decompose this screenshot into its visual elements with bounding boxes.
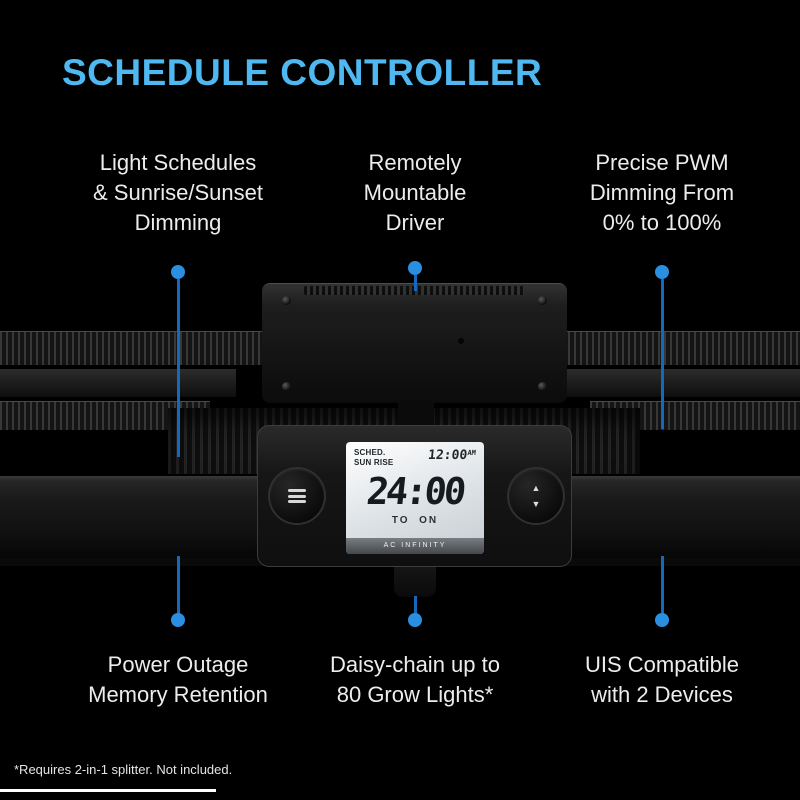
screw-icon <box>282 382 291 391</box>
light-bar-left-1 <box>0 331 262 366</box>
carousel-indicator <box>0 789 216 792</box>
feature-pwm-dimming: Precise PWM Dimming From 0% to 100% <box>589 150 735 235</box>
connector-line-top-left <box>176 279 180 457</box>
light-bar-right-2 <box>564 369 800 397</box>
connector-line-top-right <box>660 279 664 429</box>
screw-icon <box>282 296 291 305</box>
connector-dot-bottom-center <box>408 613 422 627</box>
feature-light-schedules: Light Schedules & Sunrise/Sunset Dimming <box>93 150 263 235</box>
lcd-countdown-text: 24:00 <box>364 469 466 513</box>
lcd-clock-text: 12:00AM <box>428 448 477 463</box>
driver-box <box>262 283 567 403</box>
feature-uis-compatible: UIS Compatible with 2 Devices <box>584 652 740 707</box>
light-bar-left-2 <box>0 369 236 397</box>
connector-dot-top-center <box>408 261 422 275</box>
lcd-header: SCHED. SUN RISE 12:00AM <box>354 448 477 469</box>
feature-remote-driver: Remotely Mountable Driver <box>363 150 467 235</box>
lcd-display: SCHED. SUN RISE 12:00AM 24:00 TO ON AC I… <box>346 442 484 554</box>
menu-icon <box>288 487 306 506</box>
connector-dot-top-left <box>171 265 185 279</box>
lcd-clock-time: 12:00 <box>427 448 469 463</box>
menu-button <box>270 469 324 523</box>
updown-button: ▲ ▼ <box>509 469 563 523</box>
lcd-status-text: TO ON <box>391 514 439 526</box>
lcd-ampm-text: AM <box>467 449 477 457</box>
connector-line-bottom-center <box>413 596 417 616</box>
up-arrow-icon: ▲ <box>531 482 541 493</box>
connector-line-top-center <box>413 275 417 291</box>
feature-daisy-chain: Daisy-chain up to 80 Grow Lights* <box>330 652 500 707</box>
connector-line-bottom-right <box>660 556 664 614</box>
vent-hole <box>458 338 464 344</box>
connector-dot-top-right <box>655 265 669 279</box>
page-title: SCHEDULE CONTROLLER <box>62 52 543 93</box>
connector-line-bottom-left <box>176 556 180 614</box>
connector-dot-bottom-left <box>171 613 185 627</box>
feature-power-outage: Power Outage Memory Retention <box>88 652 268 707</box>
footnote: *Requires 2-in-1 splitter. Not included. <box>14 762 233 777</box>
controller-unit: SCHED. SUN RISE 12:00AM 24:00 TO ON AC I… <box>257 425 572 567</box>
screw-icon <box>538 296 547 305</box>
screw-icon <box>538 382 547 391</box>
lcd-mode-text: SCHED. SUN RISE <box>354 448 394 468</box>
lcd-brand-text: AC INFINITY <box>346 538 484 554</box>
connector-dot-bottom-right <box>655 613 669 627</box>
down-arrow-icon: ▼ <box>531 498 541 509</box>
light-bar-right-1 <box>538 331 800 366</box>
